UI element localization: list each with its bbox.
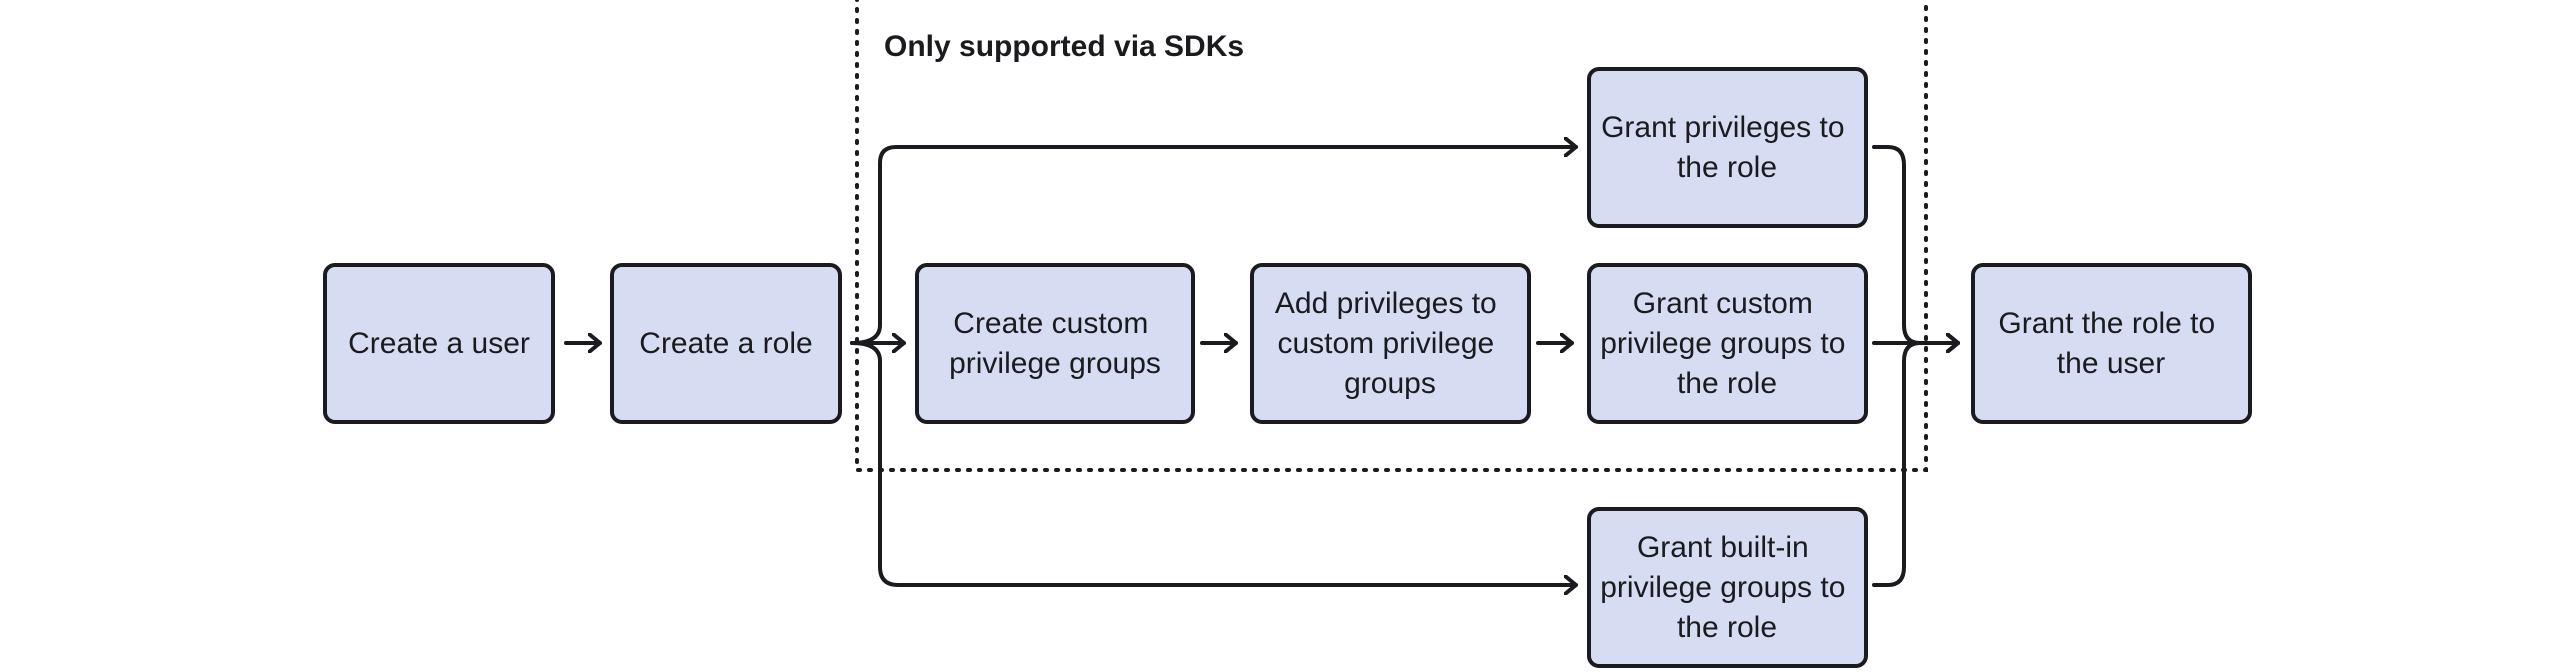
svg-text:Add privileges to cust: Add privileges to custom privilege group… — [1275, 287, 1505, 400]
svg-text:Grant the role to the: Grant the role to the user — [1998, 307, 2223, 380]
node-add-privileges-to-groups-line-1: Add privileges to — [1275, 287, 1497, 320]
node-create-custom-privilege-groups-line-2: privilege groups — [949, 347, 1161, 380]
node-grant-role-to-user-line-1: Grant the role to — [1998, 307, 2215, 340]
node-create-role-line-1: Create a role — [639, 327, 812, 360]
nodes: Create a user Create a role Create custo… — [323, 67, 2252, 668]
svg-text:Grant privileges to th: Grant privileges to the role — [1601, 111, 1853, 184]
svg-text:Grant custom privilege: Grant custom privilege groups to the rol… — [1600, 287, 1854, 400]
edge-grant-privileges-to-user — [1872, 145, 1960, 343]
node-add-privileges-to-groups-box — [1250, 263, 1531, 424]
node-grant-custom-privilege-groups-line-3: the role — [1677, 367, 1777, 400]
node-grant-builtin-privilege-groups-box — [1587, 507, 1868, 668]
node-add-privileges-to-groups: Add privileges to custom privilege group… — [1250, 263, 1531, 424]
node-grant-privileges-to-role-line-1: Grant privileges to — [1601, 111, 1844, 144]
node-grant-custom-privilege-groups: Grant custom privilege groups to the rol… — [1587, 263, 1868, 424]
node-create-user-box — [323, 263, 555, 424]
node-create-user: Create a user — [323, 263, 555, 424]
node-grant-builtin-privilege-groups-line-2: privilege groups to — [1600, 571, 1845, 604]
node-create-custom-privilege-groups-line-1: Create custom — [953, 307, 1148, 340]
node-create-role: Create a role — [610, 263, 842, 424]
node-grant-custom-privilege-groups-box — [1587, 263, 1868, 424]
node-create-role-box — [610, 263, 842, 424]
node-grant-builtin-privilege-groups-line-1: Grant built-in — [1637, 531, 1809, 564]
edge-role-to-grant-privileges — [850, 147, 1578, 345]
svg-text:Create a user: Create a user — [348, 327, 530, 360]
node-create-custom-privilege-groups: Create custom privilege groups — [915, 263, 1195, 424]
sdk-only-group-label: Only supported via SDKs — [884, 30, 1244, 63]
svg-text:Create custom privileg: Create custom privilege groups — [949, 307, 1161, 380]
svg-text:Create a role: Create a role — [639, 327, 812, 360]
node-add-privileges-to-groups-line-3: groups — [1344, 367, 1436, 400]
node-create-user-line-1: Create a user — [348, 327, 530, 360]
node-grant-role-to-user: Grant the role to the user — [1971, 263, 2252, 424]
edge-grant-builtin-to-user — [1872, 343, 1960, 587]
node-grant-builtin-privilege-groups: Grant built-in privilege groups to the r… — [1587, 507, 1868, 668]
node-grant-custom-privilege-groups-line-2: privilege groups to — [1600, 327, 1845, 360]
sdk-only-group: Only supported via SDKs — [855, 0, 1928, 472]
node-grant-custom-privilege-groups-line-1: Grant custom — [1633, 287, 1813, 320]
node-grant-role-to-user-line-2: the user — [2057, 347, 2165, 380]
edge-role-to-grant-builtin — [850, 341, 1578, 585]
edges — [564, 145, 1960, 587]
node-grant-builtin-privilege-groups-line-3: the role — [1677, 611, 1777, 644]
node-grant-role-to-user-box — [1971, 263, 2252, 424]
node-grant-privileges-to-role-box — [1587, 67, 1868, 228]
node-grant-privileges-to-role: Grant privileges to the role — [1587, 67, 1868, 228]
node-grant-privileges-to-role-line-2: the role — [1677, 151, 1777, 184]
node-add-privileges-to-groups-line-2: custom privilege — [1277, 327, 1494, 360]
svg-text:Grant built-in privile: Grant built-in privilege groups to the r… — [1600, 531, 1854, 644]
node-create-custom-privilege-groups-box — [915, 263, 1195, 424]
